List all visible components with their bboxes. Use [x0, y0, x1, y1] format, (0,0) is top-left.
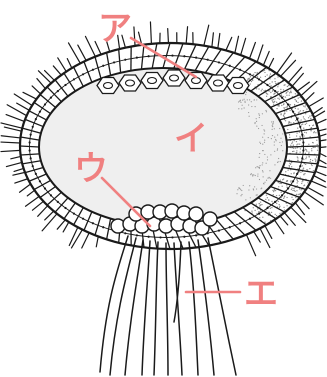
top-cell	[119, 75, 141, 91]
label-i: イ	[174, 119, 208, 159]
label-e: エ	[244, 274, 278, 314]
top-cell	[141, 73, 163, 89]
top-cell	[227, 78, 249, 94]
top-cell	[163, 70, 185, 86]
bottom-cell	[189, 207, 203, 221]
bottom-cell	[203, 212, 217, 226]
hanging-strands	[100, 236, 236, 375]
top-cell	[185, 73, 207, 89]
inner-cavity	[39, 68, 287, 226]
label-a: ア	[98, 9, 132, 49]
label-u: ウ	[74, 149, 108, 189]
top-cell	[97, 78, 119, 94]
top-cell	[207, 75, 229, 91]
